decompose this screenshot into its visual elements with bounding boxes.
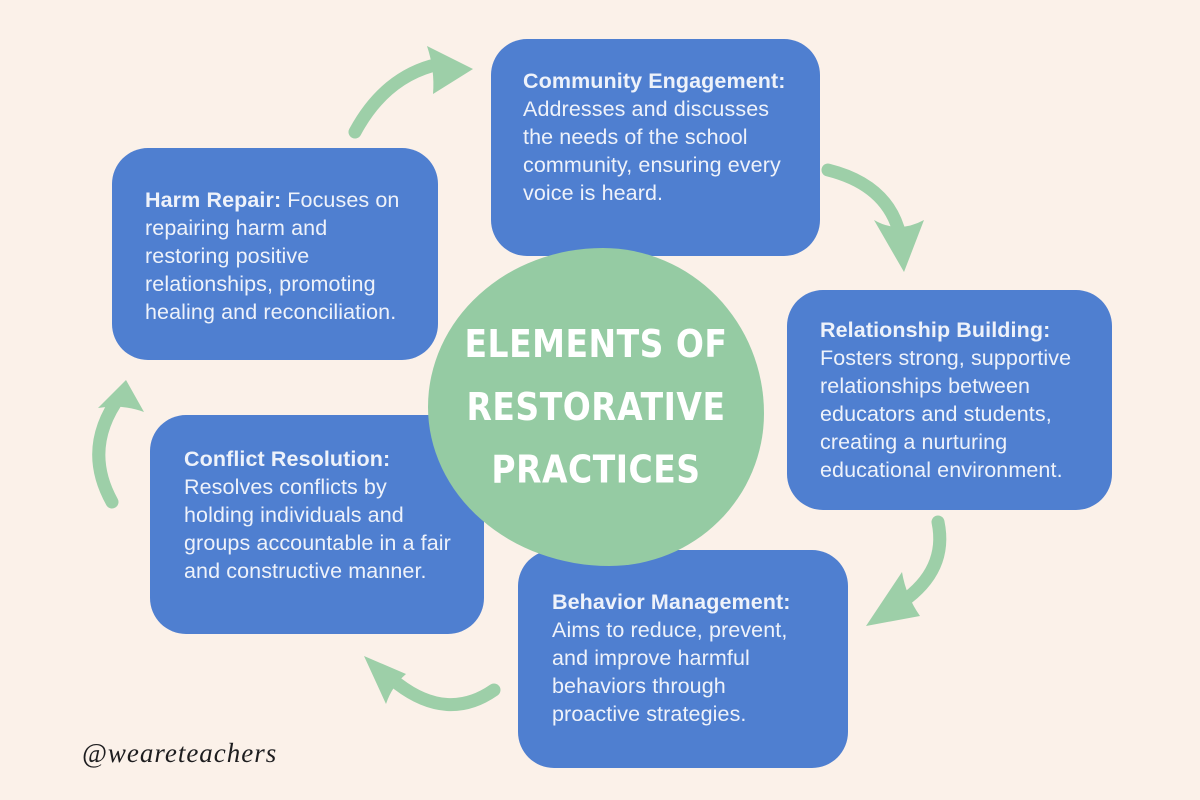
card-behavior-management: Behavior Management: Aims to reduce, pre… xyxy=(518,550,848,768)
card-body: Addresses and discusses the needs of the… xyxy=(523,97,781,205)
card-heading: Harm Repair: xyxy=(145,188,282,212)
card-heading: Behavior Management: xyxy=(552,590,791,614)
card-conflict-resolution: Conflict Resolution: Resolves conflicts … xyxy=(150,415,484,634)
arrow-community-to-relationship-icon xyxy=(821,163,924,272)
page-title: ELEMENTS OF RESTORATIVE PRACTICES xyxy=(428,313,764,501)
title-line: PRACTICES xyxy=(491,446,701,492)
card-text: Community Engagement: Addresses and disc… xyxy=(523,67,790,207)
card-text: Behavior Management: Aims to reduce, pre… xyxy=(552,588,820,728)
card-heading: Relationship Building: xyxy=(820,318,1051,342)
title-line: RESTORATIVE xyxy=(466,383,726,430)
card-relationship-building: Relationship Building: Fosters strong, s… xyxy=(787,290,1112,510)
card-body: Focuses on repairing harm and restoring … xyxy=(145,188,400,324)
card-heading: Conflict Resolution: xyxy=(184,447,391,471)
center-title-blob: ELEMENTS OF RESTORATIVE PRACTICES xyxy=(428,248,764,566)
card-harm-repair: Harm Repair: Focuses on repairing harm a… xyxy=(112,148,438,360)
arrow-behavior-to-conflict-icon xyxy=(364,656,501,712)
card-text: Relationship Building: Fosters strong, s… xyxy=(820,316,1086,484)
arrow-harm-to-community-icon xyxy=(348,46,473,139)
card-text: Conflict Resolution: Resolves conflicts … xyxy=(184,445,456,585)
watermark-handle: @weareteachers xyxy=(82,738,278,768)
arrow-relationship-to-behavior-icon xyxy=(866,515,947,626)
card-body: Aims to reduce, prevent, and improve har… xyxy=(552,618,788,726)
card-body: Resolves conflicts by holding individual… xyxy=(184,475,451,583)
card-body: Fosters strong, supportive relationships… xyxy=(820,346,1072,482)
card-community-engagement: Community Engagement: Addresses and disc… xyxy=(491,39,820,256)
card-heading: Community Engagement: xyxy=(523,69,786,93)
card-text: Harm Repair: Focuses on repairing harm a… xyxy=(145,186,412,326)
title-line: ELEMENTS OF xyxy=(464,321,728,367)
arrow-conflict-to-harm-icon xyxy=(92,380,144,509)
